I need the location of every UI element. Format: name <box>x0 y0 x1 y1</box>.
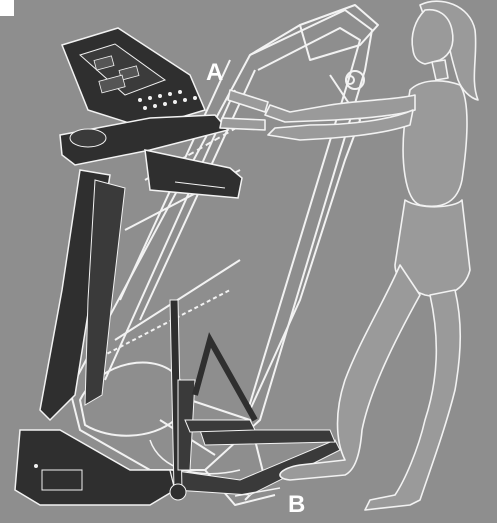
callout-label-a: A <box>206 59 223 86</box>
callout-label-b: B <box>288 491 305 518</box>
